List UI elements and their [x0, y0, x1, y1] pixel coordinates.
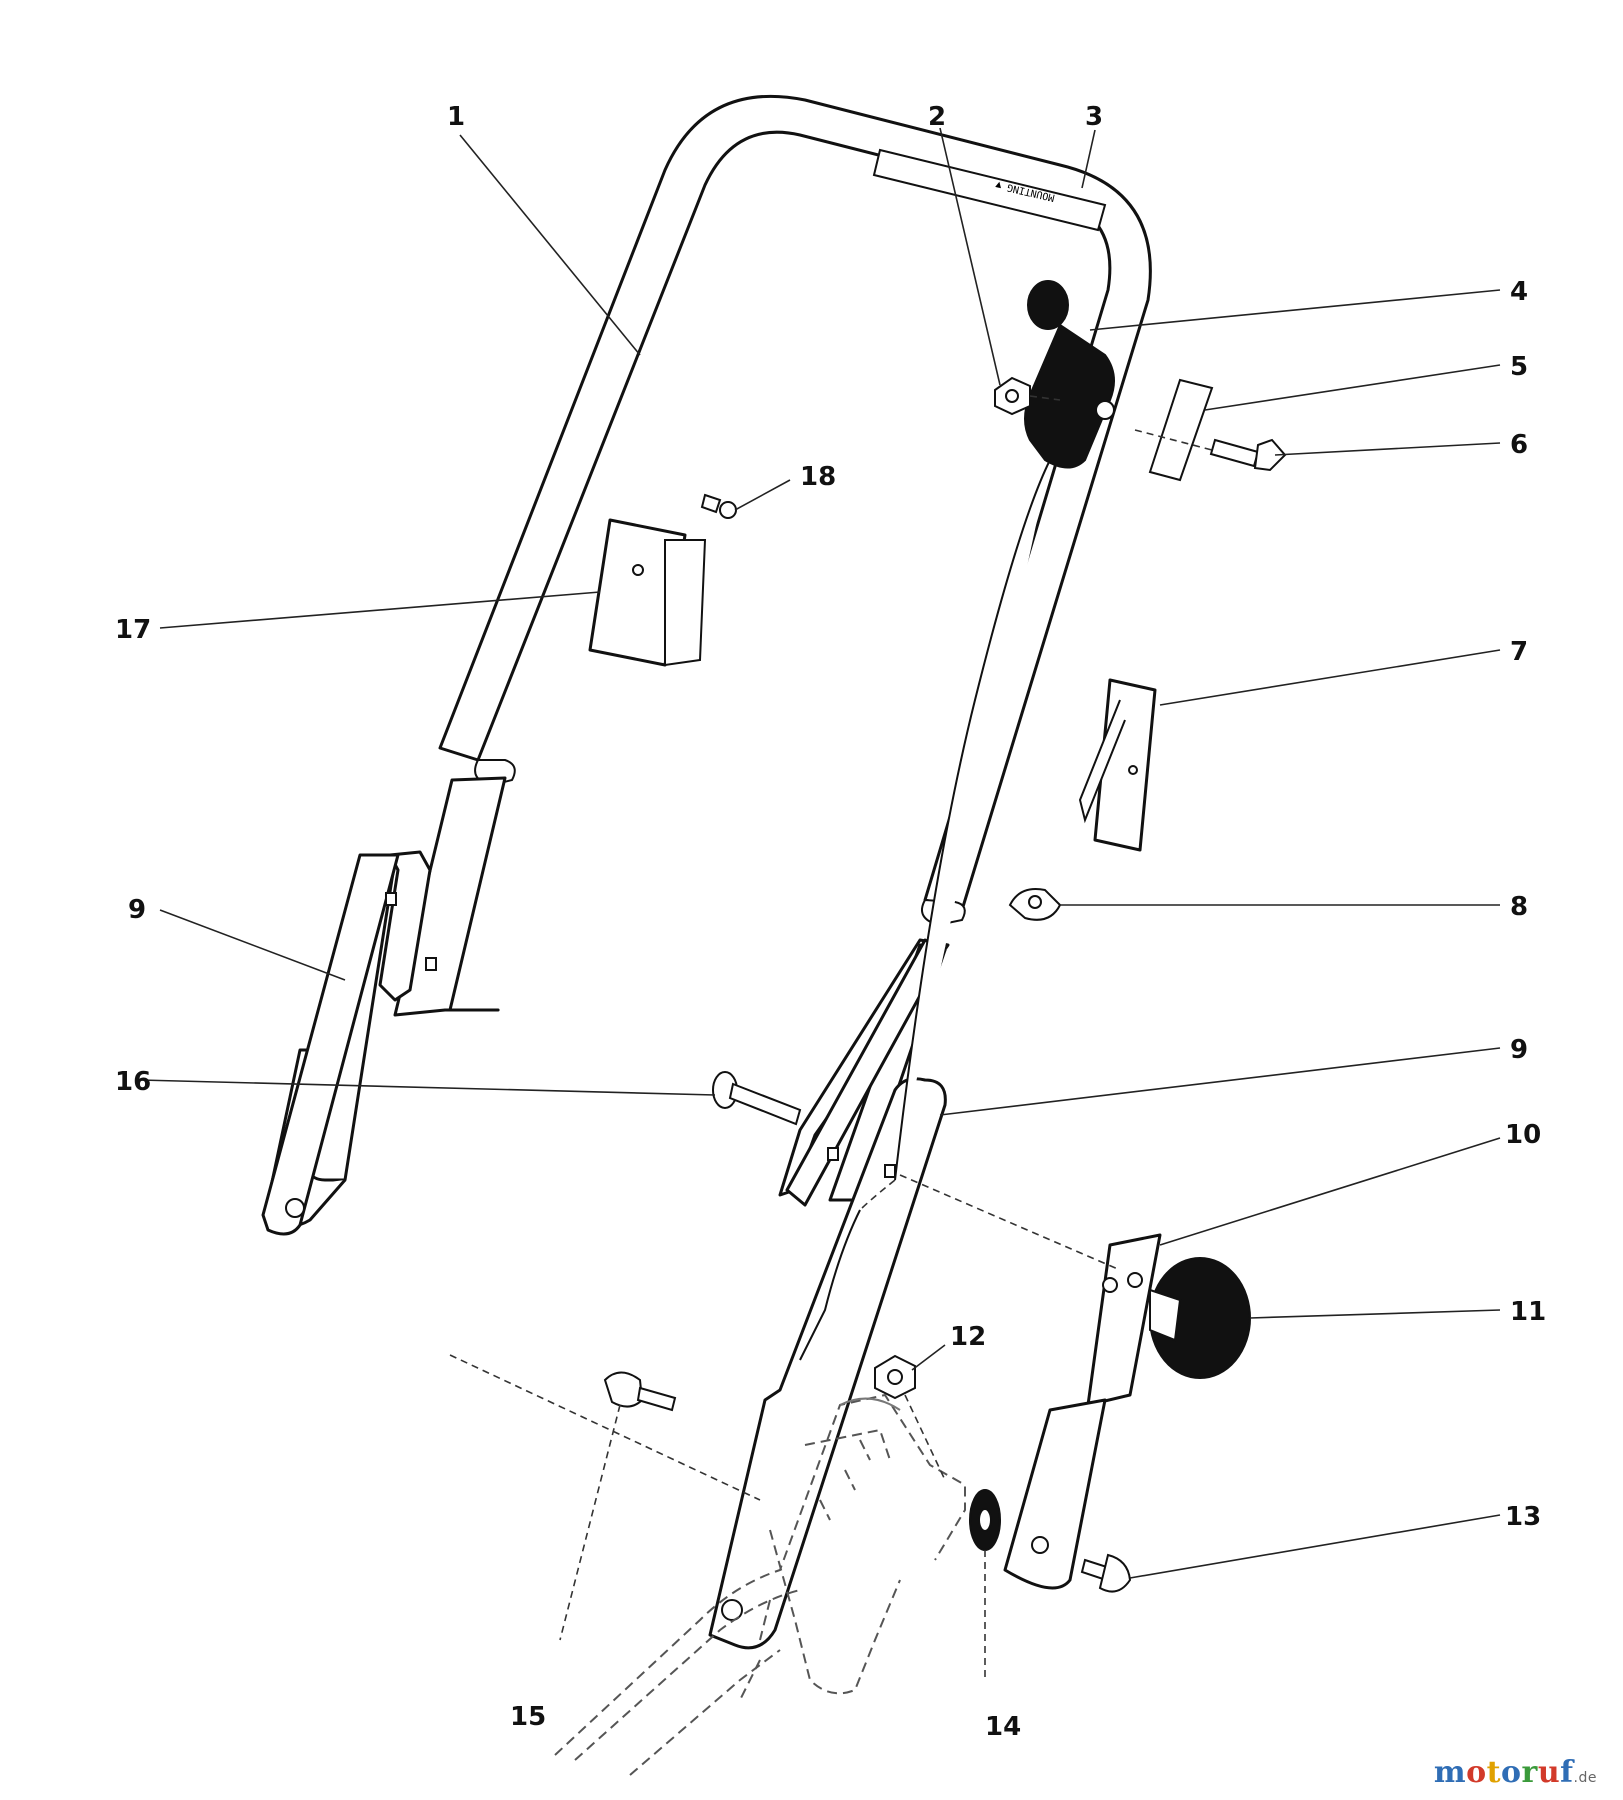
watermark-letter: r: [1521, 1755, 1538, 1790]
callout-12: 12: [950, 1322, 986, 1352]
motoruf-watermark-logo: motoruf.de: [1434, 1755, 1597, 1790]
callout-9-right: 9: [1510, 1035, 1528, 1065]
callout-10: 10: [1505, 1120, 1541, 1150]
callout-13: 13: [1505, 1502, 1541, 1532]
watermark-letter: o: [1466, 1755, 1487, 1790]
spacer-part-14: [969, 1489, 1001, 1551]
callout-16: 16: [115, 1067, 151, 1097]
callout-17: 17: [115, 615, 151, 645]
callout-labels: 1 2 3 4 5 6 7 8 9 9 10 11 12 13 14 15 16…: [115, 102, 1546, 1742]
bolt-part-15: [603, 1371, 677, 1412]
callout-15: 15: [510, 1702, 546, 1732]
callout-14: 14: [985, 1712, 1021, 1742]
bolt-part-13: [1080, 1553, 1132, 1593]
cable-guide-part-7: [1078, 678, 1157, 852]
bolt-part-16: [712, 1071, 802, 1126]
nut-part-2: [994, 376, 1031, 416]
callout-1: 1: [447, 102, 465, 132]
cable-clip-part-8: [1008, 888, 1062, 921]
watermark-letter: f: [1560, 1755, 1574, 1790]
throttle-control-part: [799, 280, 1115, 1361]
callout-9-left: 9: [128, 895, 146, 925]
callout-4: 4: [1510, 277, 1528, 307]
decal-part-5: [1148, 378, 1214, 482]
callout-3: 3: [1085, 102, 1103, 132]
callout-2: 2: [928, 102, 946, 132]
watermark-letter: o: [1501, 1755, 1522, 1790]
callout-6: 6: [1510, 430, 1528, 460]
callout-11: 11: [1510, 1297, 1546, 1327]
callout-5: 5: [1510, 352, 1528, 382]
watermark-letter: u: [1537, 1755, 1561, 1790]
callout-8: 8: [1510, 892, 1528, 922]
leader-lines: [139, 127, 1501, 1680]
lower-handle-right-part: [708, 938, 950, 1650]
cable-guide-part-17: [588, 518, 707, 667]
callout-18: 18: [800, 462, 836, 492]
callout-7: 7: [1510, 637, 1528, 667]
bolt-part-6: [1209, 438, 1287, 472]
watermark-letter: m: [1433, 1755, 1467, 1790]
mower-deck-outline: [554, 1393, 966, 1776]
lower-handle-left-part: [261, 776, 507, 1236]
bracket-part-10: [1003, 1233, 1162, 1590]
knob-part-11: [1149, 1257, 1251, 1379]
upper-handle-part: MOUNTING ▼: [438, 94, 1152, 927]
watermark-suffix: .de: [1573, 1770, 1597, 1786]
watermark-letter: t: [1486, 1755, 1501, 1790]
nut-part-12: [874, 1354, 916, 1400]
screw-part-18: [700, 493, 737, 519]
